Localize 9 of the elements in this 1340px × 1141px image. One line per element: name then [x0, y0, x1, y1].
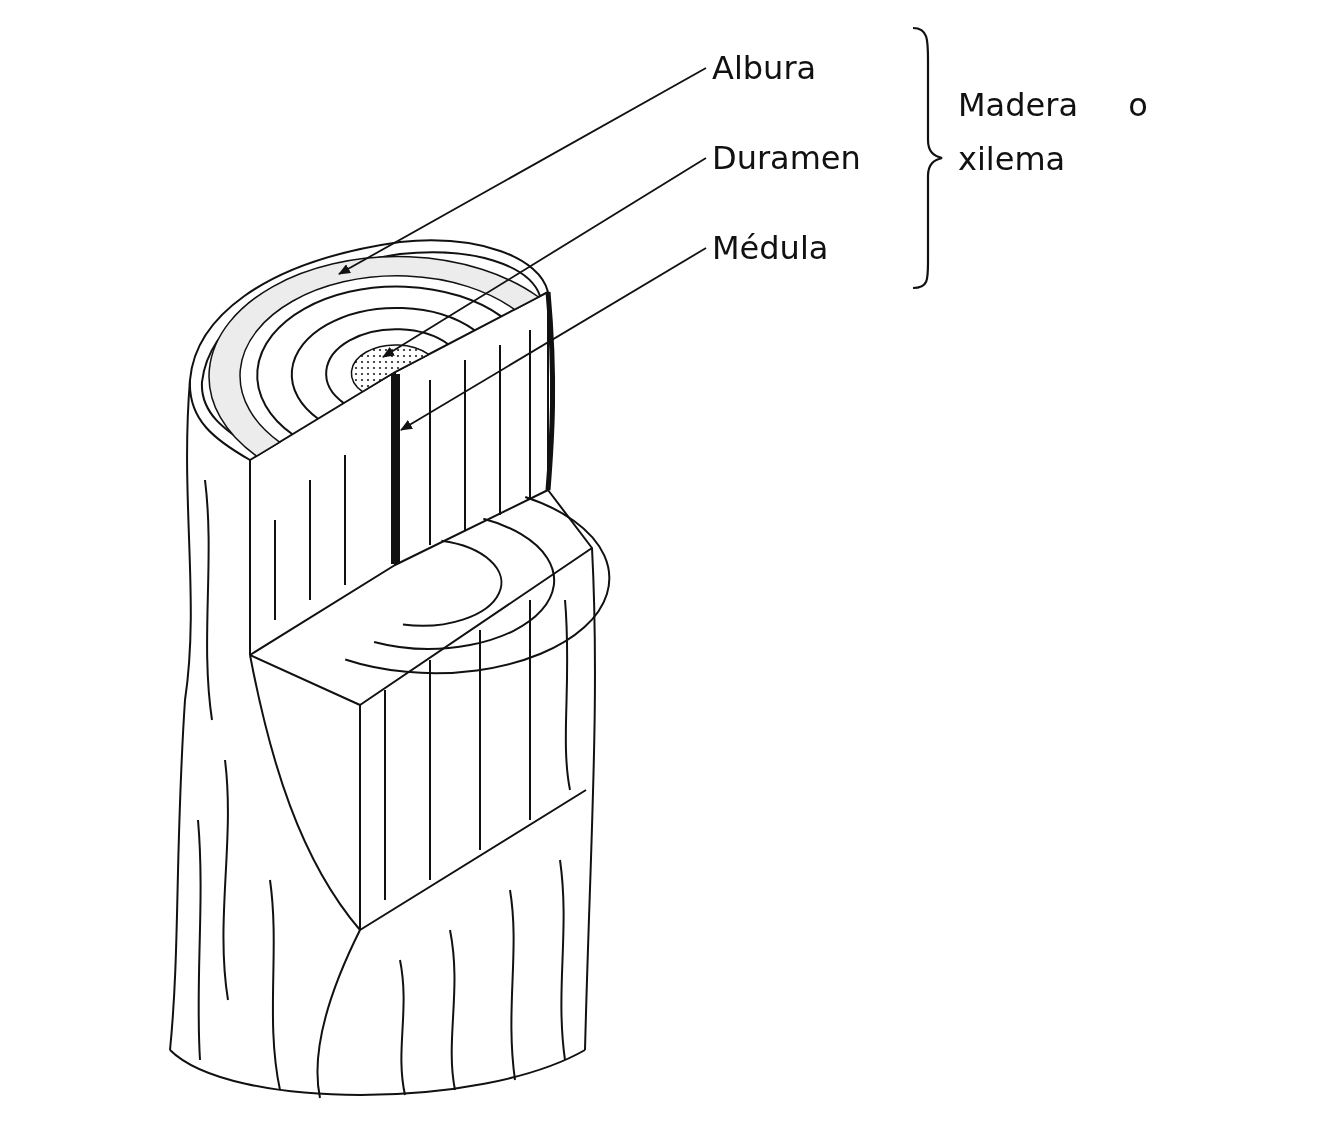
part-label: Albura: [712, 48, 817, 88]
group-label: Madera o xilema: [958, 85, 1149, 180]
part-label: Médula: [712, 228, 829, 268]
leader-line: [338, 67, 707, 275]
heartwood-core: [350, 344, 430, 393]
leader-line: [400, 247, 707, 431]
part-label: Duramen: [712, 138, 861, 178]
sapwood-ring: [208, 255, 540, 457]
leader-line: [382, 157, 707, 358]
